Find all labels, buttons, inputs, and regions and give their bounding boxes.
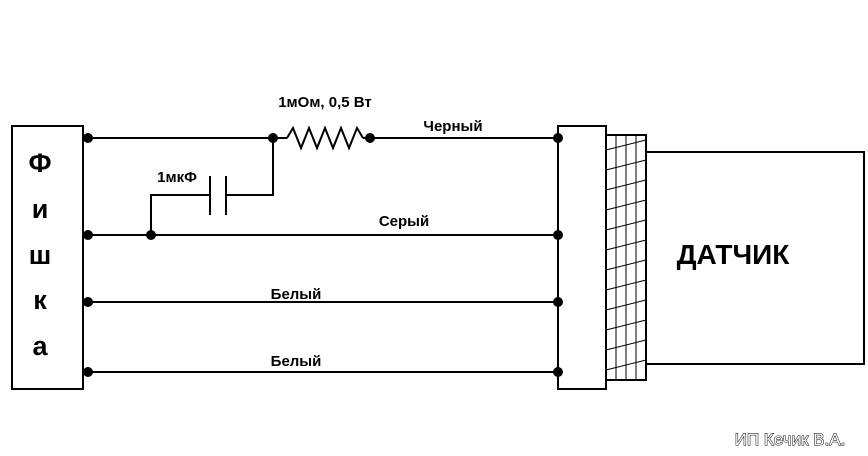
dot-connector-3 — [83, 297, 93, 307]
wire-3-label: Белый — [271, 286, 322, 303]
sensor-flange — [557, 125, 607, 390]
dot-connector-1 — [83, 133, 93, 143]
connector-letter-5: а — [32, 331, 48, 361]
connector-letter-2: и — [32, 194, 49, 224]
resistor-label: 1мОм, 0,5 Вт — [278, 94, 372, 111]
dot-resistor-right — [365, 133, 375, 143]
connector-letter-1: Ф — [28, 148, 51, 178]
capacitor-branch-right — [226, 138, 274, 196]
dot-connector-2 — [83, 230, 93, 240]
wire-1-label: Черный — [423, 118, 482, 135]
sensor-thread — [605, 134, 647, 381]
dot-connector-4 — [83, 367, 93, 377]
dot-sensor-2 — [553, 230, 563, 240]
watermark: ИП Кечик В.А. — [735, 430, 846, 449]
wire-2-label: Серый — [379, 213, 429, 230]
dot-capacitor-junction — [146, 230, 156, 240]
dot-sensor-1 — [553, 133, 563, 143]
connector-block — [11, 125, 84, 390]
capacitor-branch-left — [150, 194, 210, 235]
dot-sensor-3 — [553, 297, 563, 307]
dot-resistor-left — [268, 133, 278, 143]
wire-4-label: Белый — [271, 353, 322, 370]
resistor-zigzag — [286, 125, 364, 151]
dot-sensor-4 — [553, 367, 563, 377]
connector-letter-4: к — [33, 285, 47, 315]
junction-dots — [83, 133, 563, 377]
connector-letter-3: ш — [29, 240, 52, 270]
sensor-label: ДАТЧИК — [677, 239, 791, 270]
sensor-body — [645, 151, 865, 365]
capacitor-label: 1мкФ — [157, 169, 197, 186]
